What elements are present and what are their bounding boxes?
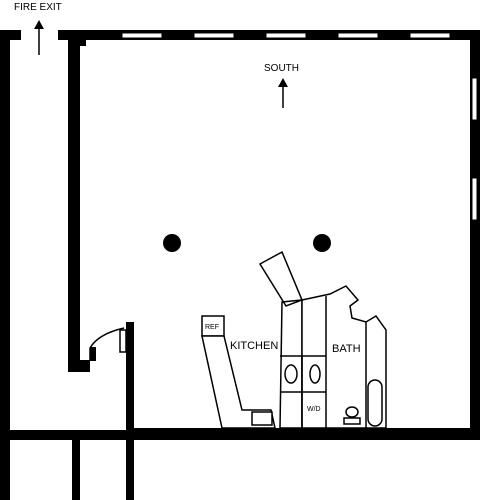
column-left (163, 234, 181, 252)
kitchen-fixtures (201, 315, 276, 429)
bath-fixtures (280, 285, 387, 429)
kitchen-label: KITCHEN (230, 340, 278, 352)
bathtub (367, 379, 383, 427)
sink-left (284, 364, 298, 384)
south-label: SOUTH (264, 63, 299, 74)
column-right (313, 234, 331, 252)
ref-label: REF (205, 324, 219, 331)
right-wall (470, 30, 480, 440)
bath-label: BATH (332, 343, 361, 355)
wd-label: W/D (307, 406, 321, 413)
entry-door (89, 327, 127, 361)
top-windows (121, 32, 451, 39)
kitchen-counter (201, 335, 276, 429)
kitchen-sink (251, 411, 273, 426)
right-windows (471, 77, 478, 221)
fire-exit-label: FIRE EXIT (14, 2, 62, 13)
south-arrow-icon (278, 78, 288, 108)
toilet (345, 406, 359, 418)
sink-right (309, 364, 321, 384)
fire-exit-arrow-icon (34, 20, 44, 55)
bottom-walls (10, 322, 480, 500)
left-outer-wall (0, 30, 10, 500)
inner-left-wall (68, 40, 90, 372)
